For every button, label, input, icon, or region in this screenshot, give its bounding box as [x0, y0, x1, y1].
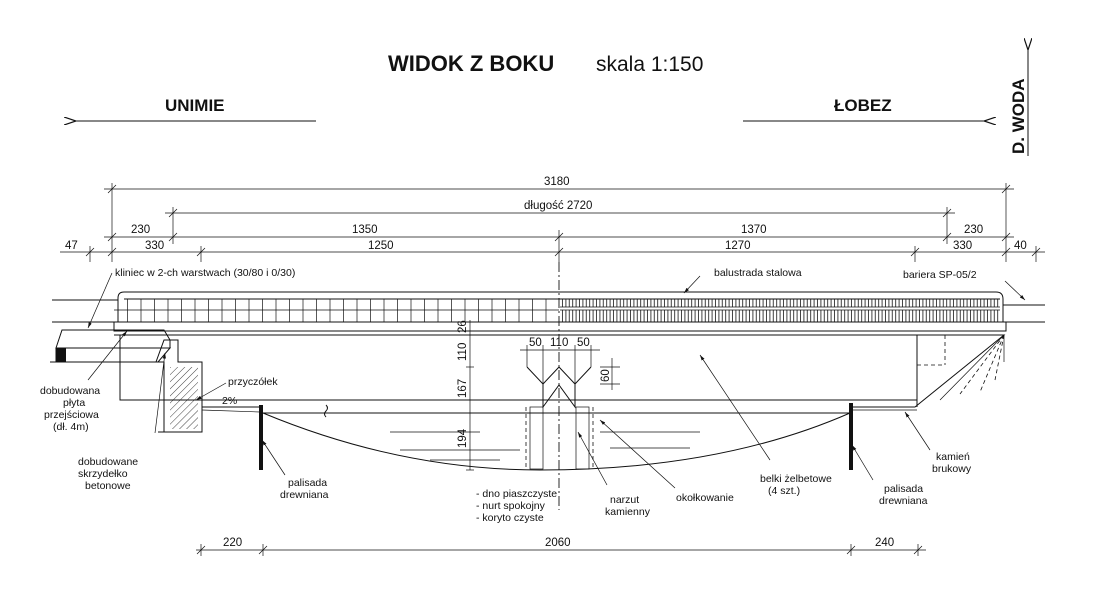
right-abutment — [850, 334, 1006, 411]
label-plyta-4: (dł. 4m) — [53, 421, 89, 433]
direction-left-label: UNIMIE — [165, 96, 225, 115]
dim-row2-2: 1350 — [352, 224, 378, 236]
central-pier — [525, 366, 594, 470]
water-flow-label: D. WODA — [1009, 78, 1028, 154]
label-bariera: bariera SP-05/2 — [903, 269, 977, 281]
label-belki-1: belki żelbetowe — [760, 473, 832, 485]
dim-row2-1: 230 — [131, 224, 150, 236]
label-kliniec: kliniec w 2-ch warstwach (30/80 i 0/30) — [115, 267, 295, 279]
dim-bottom-1: 220 — [223, 537, 242, 549]
label-palisada-right-2: drewniana — [879, 495, 928, 507]
leader-lines — [87, 272, 1026, 489]
label-narzut-1: narzut — [610, 494, 639, 506]
label-narzut-2: kamienny — [605, 506, 651, 518]
label-palisada-left-1: palisada — [288, 477, 327, 489]
dim-deck-26: 26 — [457, 320, 469, 333]
drawing-title: WIDOK Z BOKU — [388, 51, 554, 76]
left-abutment — [155, 339, 261, 433]
left-palisade — [259, 405, 263, 470]
pier-dimension-lines — [466, 320, 620, 471]
dim-row2-3: 1370 — [741, 224, 767, 236]
label-kamien-1: kamień — [936, 451, 970, 463]
dim-total: 3180 — [544, 176, 570, 188]
label-przyczolek: przyczółek — [228, 376, 278, 388]
label-plyta-2: płyta — [63, 397, 85, 409]
label-skrzydelko-3: betonowe — [85, 480, 131, 492]
slope-label: 2% — [222, 395, 237, 407]
dim-height-60: 60 — [600, 369, 612, 382]
dim-pier-110: 110 — [550, 337, 568, 349]
dim-length: długość 2720 — [524, 200, 592, 212]
dim-height-194: 194 — [457, 428, 469, 448]
right-palisade — [849, 403, 853, 470]
dimension-lines-bottom — [196, 544, 926, 556]
dim-row3-2: 330 — [145, 240, 164, 252]
dim-pier-50a: 50 — [529, 337, 542, 349]
dimension-lines-top — [60, 183, 1045, 262]
direction-right-label: ŁOBEZ — [834, 96, 892, 115]
dim-row3-5: 330 — [953, 240, 972, 252]
label-river-1: - dno piaszczyste — [476, 488, 557, 500]
river-bed — [262, 404, 851, 471]
label-okolkowanie: okołkowanie — [676, 492, 734, 504]
dim-row3-4: 1270 — [725, 240, 751, 252]
dim-deck-110: 110 — [457, 343, 469, 361]
steel-railing-right — [559, 291, 1004, 322]
drawing-scale: skala 1:150 — [596, 53, 703, 76]
label-palisada-right-1: palisada — [884, 483, 923, 495]
dim-bottom-3: 240 — [875, 537, 894, 549]
dim-row3-6: 40 — [1014, 240, 1027, 252]
road-lines — [52, 299, 1045, 323]
dim-row3-1: 47 — [65, 240, 78, 252]
label-belki-2: (4 szt.) — [768, 485, 800, 497]
dim-pier-50b: 50 — [577, 337, 590, 349]
dim-row3-3: 1250 — [368, 240, 394, 252]
label-balustrada: balustrada stalowa — [714, 267, 802, 279]
dim-bottom-2: 2060 — [545, 537, 571, 549]
steel-railing-left — [114, 291, 559, 322]
label-skrzydelko-1: dobudowane — [78, 456, 138, 468]
label-palisada-left-2: drewniana — [280, 489, 329, 501]
label-river-2: - nurt spokojny — [476, 500, 546, 512]
label-skrzydelko-2: skrzydełko — [78, 468, 128, 480]
label-kamien-2: brukowy — [932, 463, 972, 475]
label-plyta-3: przejściowa — [44, 409, 99, 421]
label-river-3: - koryto czyste — [476, 512, 544, 524]
label-plyta-1: dobudowana — [40, 385, 100, 397]
dim-row2-4: 230 — [964, 224, 983, 236]
dim-height-167: 167 — [457, 379, 469, 398]
deck-slab — [113, 321, 1007, 401]
